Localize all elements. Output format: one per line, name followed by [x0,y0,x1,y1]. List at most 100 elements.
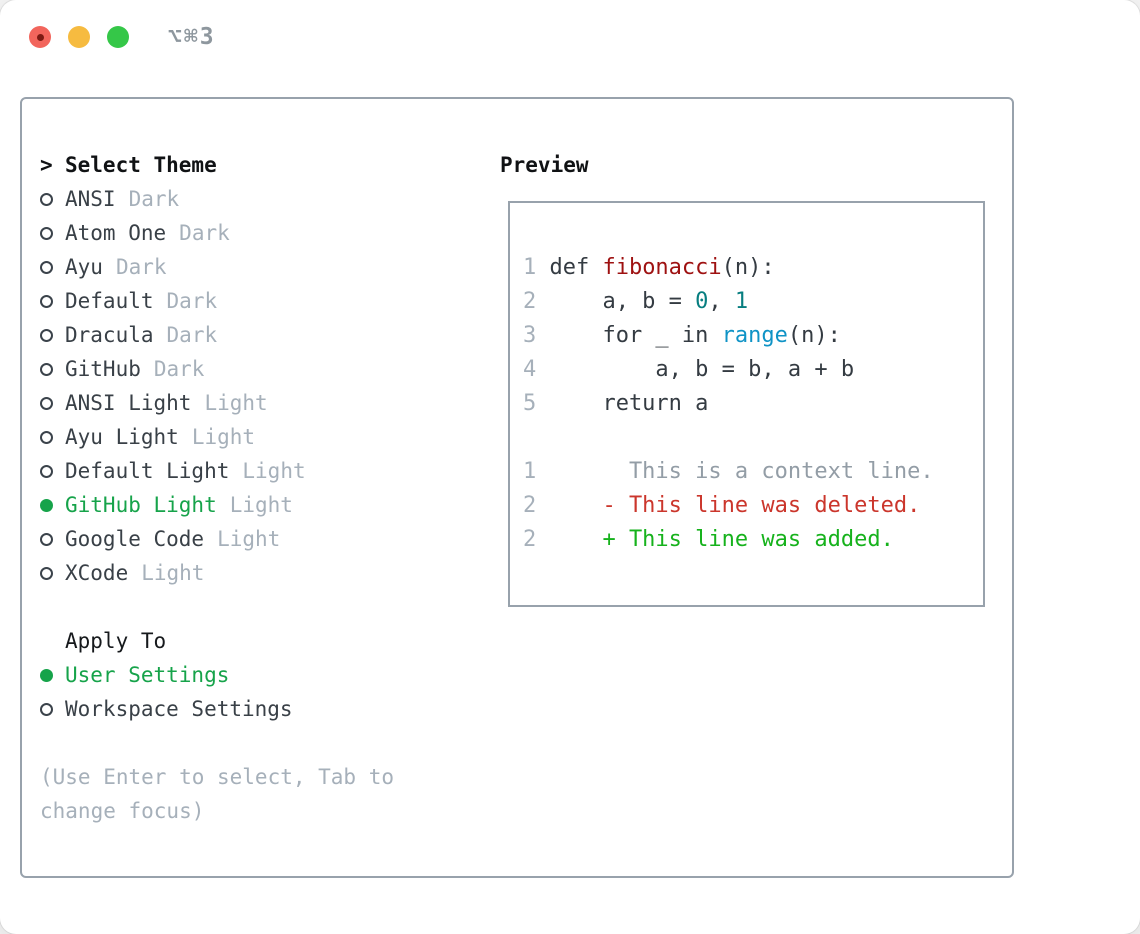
code-line-content: for _ in range(n): [549,319,840,353]
preview-header: Preview [500,148,589,182]
radio-icon [40,260,65,274]
theme-option-label: Atom One [65,221,167,245]
radio-icon [40,396,65,410]
line-number: 1 [523,459,537,484]
theme-option-tag: Dark [115,255,167,279]
diff-line-content: + This line was added. [549,527,894,552]
code-line-content: def fibonacci(n): [549,251,774,285]
theme-option-label: GitHub [65,357,141,381]
theme-option-label: Default [65,289,154,313]
theme-option-label: Dracula [65,323,154,347]
diff-line-content: This is a context line. [549,459,934,484]
code-token: (n): [787,323,841,348]
code-token: a, b = b, a + b [549,357,855,382]
code-token: fibonacci [602,255,722,280]
theme-option[interactable]: XCode Light [40,556,480,590]
code-line-content: a, b = b, a + b [549,353,854,387]
radio-icon [40,226,65,240]
code-token: return a [549,391,709,416]
unsaved-dot-icon [36,33,44,41]
theme-option-tag: Dark [179,221,230,245]
titlebar: ⌥⌘3 [0,0,1140,75]
code-token: for _ in [549,323,722,348]
apply-to-option-label: User Settings [65,663,230,687]
theme-option-label: Default Light [65,459,230,483]
radio-icon [40,362,65,376]
preview-header-row: Preview [500,148,589,182]
theme-option-label: ANSI Light [65,391,192,415]
code-token: 0 [695,289,709,314]
spacer [40,590,480,624]
apply-to-option[interactable]: Workspace Settings [40,692,480,726]
close-button[interactable] [29,26,51,48]
window-shortcut-label: ⌥⌘3 [168,24,216,50]
line-number: 5 [523,391,537,416]
select-theme-title: Select Theme [65,153,217,177]
spacer [523,421,983,455]
code-token: def [549,255,603,280]
apply-to-title: Apply To [65,629,167,653]
diff-line-content: - This line was deleted. [549,493,921,518]
line-number: 3 [523,323,537,348]
theme-option-label: Ayu Light [65,425,179,449]
theme-option[interactable]: GitHub Dark [40,352,480,386]
line-number: 2 [523,527,537,552]
theme-option-tag: Light [141,561,205,585]
radio-icon [40,294,65,308]
theme-option[interactable]: Dracula Dark [40,318,480,352]
radio-icon [40,430,65,444]
theme-option[interactable]: Ayu Light Light [40,420,480,454]
radio-icon [40,668,65,682]
line-number: 2 [523,493,537,518]
theme-option[interactable]: Ayu Dark [40,250,480,284]
code-token: (n): [721,255,775,280]
spacer [40,726,480,760]
theme-option-label: GitHub Light [65,493,217,517]
line-number: 1 [523,255,537,280]
theme-option-tag: Dark [153,357,205,381]
diff-line: 2 - This line was deleted. [523,489,983,523]
prompt-icon: > [40,153,53,177]
code-line-content: a, b = 0, 1 [549,285,748,319]
radio-icon [40,328,65,342]
theme-option-tag: Light [191,425,256,449]
code-line-content: return a [549,387,708,421]
radio-icon [40,192,65,206]
theme-option-tag: Light [217,527,281,551]
code-token: a, b = [549,289,696,314]
theme-option-tag: Dark [128,187,180,211]
diff-preview: 1 This is a context line. 2 - This line … [523,455,983,557]
theme-option[interactable]: Default Light Light [40,454,480,488]
code-token: , [708,289,735,314]
radio-icon [40,464,65,478]
radio-icon [40,566,65,580]
apply-to-header: Apply To [40,624,480,658]
theme-option-tag: Light [229,493,293,517]
theme-option[interactable]: GitHub Light Light [40,488,480,522]
theme-option-label: Ayu [65,255,103,279]
diff-line: 2 + This line was added. [523,523,983,557]
maximize-button[interactable] [107,26,129,48]
code-line: 4 a, b = b, a + b [523,353,983,387]
apply-to-option[interactable]: User Settings [40,658,480,692]
theme-option[interactable]: Atom One Dark [40,216,480,250]
code-line: 1 def fibonacci(n): [523,251,983,285]
minimize-button[interactable] [68,26,90,48]
code-token: range [721,323,788,348]
theme-option-tag: Dark [166,323,218,347]
line-number: 2 [523,289,537,314]
theme-option-label: XCode [65,561,129,585]
theme-option-tag: Light [242,459,306,483]
radio-icon [40,702,65,716]
code-token: 1 [734,289,749,314]
